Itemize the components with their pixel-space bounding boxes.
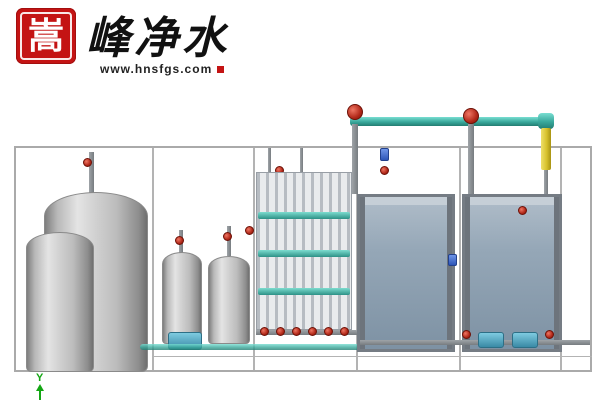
pump (512, 332, 538, 348)
website-text: www.hnsfgs.com (100, 62, 213, 76)
rack-riser-pipe (268, 148, 271, 172)
valve-handwheel-icon (518, 206, 527, 215)
valve-handwheel-icon (462, 330, 471, 339)
frame-post (459, 148, 461, 370)
membrane-tank-unit (462, 194, 562, 352)
bottom-teal-pipe (140, 344, 366, 350)
valve-handwheel-icon (347, 104, 363, 120)
equipment-scene: Y (0, 96, 600, 400)
rack-riser-pipe (300, 148, 303, 172)
axis-y-label: Y (36, 372, 44, 384)
website-row: www.hnsfgs.com (100, 62, 225, 76)
valve-handwheel-icon (545, 330, 554, 339)
skid-frame (14, 146, 592, 372)
base-rail (152, 356, 592, 357)
axis-y-line (39, 390, 41, 400)
valve-handwheel-icon (463, 108, 479, 124)
valve-handwheel-icon (223, 232, 232, 241)
bottom-right-pipe (360, 340, 590, 345)
valve-handwheel-icon (308, 327, 317, 336)
top-header-pipe (350, 117, 548, 126)
unit-corner-post (447, 197, 452, 349)
unit-top-rail (465, 197, 559, 205)
frame-post (253, 148, 255, 370)
unit-corner-post (360, 197, 365, 349)
frame-post (152, 148, 154, 370)
dosing-vessel (162, 252, 202, 344)
storage-tank-front (26, 232, 94, 372)
valve-handwheel-icon (340, 327, 349, 336)
brand-name-text: 峰净水 (86, 13, 230, 64)
rack-manifold-teal (258, 250, 350, 257)
unit-top-rail (360, 197, 452, 205)
valve-handwheel-icon (175, 236, 184, 245)
pipe-elbow (538, 113, 554, 129)
valve-handwheel-icon (292, 327, 301, 336)
valve-handwheel-icon (276, 327, 285, 336)
unit-corner-post (465, 197, 470, 349)
tank-top-pipe (89, 152, 94, 194)
axis-indicator: Y (34, 372, 54, 400)
valve-handwheel-icon (260, 327, 269, 336)
logo-seal-icon: 嵩 (16, 8, 76, 64)
red-square-icon (217, 65, 225, 73)
instrument-sensor (448, 254, 457, 266)
pump (478, 332, 504, 348)
connector-pipe (544, 170, 548, 194)
vertical-yellow-pipe (541, 128, 551, 170)
valve-handwheel-icon (324, 327, 333, 336)
riser-pipe (352, 124, 358, 194)
rack-manifold-teal (258, 212, 350, 219)
rack-manifold-teal (258, 288, 350, 295)
instrument-sensor (380, 148, 389, 161)
axis-y-arrow-icon (36, 384, 44, 391)
unit-corner-post (554, 197, 559, 349)
riser-pipe (468, 124, 474, 194)
logo-seal-character: 嵩 (20, 12, 72, 60)
valve-handwheel-icon (245, 226, 254, 235)
membrane-tank-unit (357, 194, 455, 352)
valve-handwheel-icon (83, 158, 92, 167)
valve-handwheel-icon (380, 166, 389, 175)
vessel-top-pipe (227, 226, 231, 256)
dosing-vessel (208, 256, 250, 344)
